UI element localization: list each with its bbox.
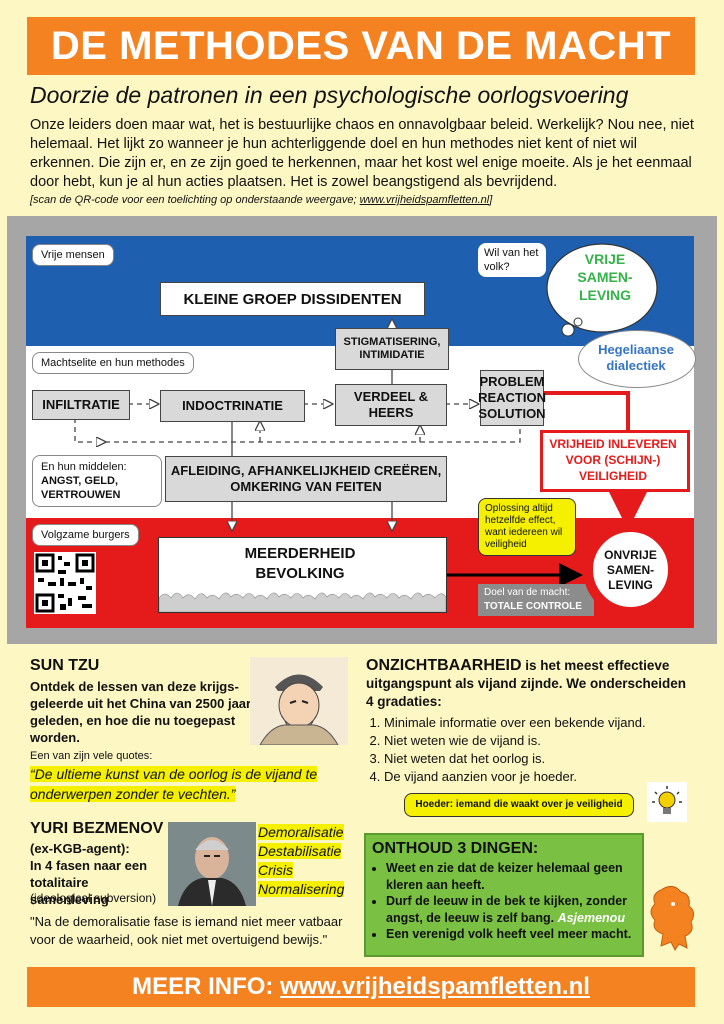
sun-tzu-title: SUN TZU: [30, 657, 100, 674]
goal-box: Doel van de macht: TOTALE CONTROLE: [478, 584, 594, 616]
means-title: En hun middelen:: [41, 461, 127, 473]
stage-label: Normalisering: [258, 881, 345, 897]
infiltration-box: INFILTRATIE: [32, 390, 130, 420]
remember-box: [364, 833, 644, 957]
intro-text: Onze leiders doen maar wat, het is bestu…: [30, 117, 694, 190]
invisibility-intro: is het meest effectieve uitgangspunt als…: [366, 658, 687, 709]
sun-tzu-portrait: [250, 657, 348, 745]
bezmenov-portrait: [168, 822, 256, 906]
hoeder-note: Hoeder: iemand die waakt over je veiligh…: [404, 793, 634, 817]
page-subtitle: Doorzie de patronen in een psychologisch…: [30, 82, 629, 108]
list-item: De vijand aanzien voor je hoeder.: [384, 768, 704, 786]
list-item: Weet en zie dat de keizer helemaal geen …: [386, 860, 656, 893]
hegel-label: Hegeliaanse dialectiek: [598, 342, 674, 373]
free-society-label: VRIJE SAMEN-LEVING: [577, 251, 633, 303]
dissidents-box: KLEINE GROEP DISSIDENTEN: [160, 282, 425, 316]
divide-box: VERDEEL & HEERS: [335, 384, 447, 426]
lion-icon: [650, 886, 695, 951]
signature: Asjemenou: [557, 910, 625, 925]
zone-elite-label: Machtselite en hun methodes: [32, 352, 194, 374]
qr-code[interactable]: [34, 552, 96, 614]
stage-label: Crisis: [258, 862, 293, 878]
question-bubble: Wil van het volk?: [478, 243, 546, 277]
bezmenov-stages: Demoralisatie Destabilisatie Crisis Norm…: [258, 823, 345, 899]
zone-free-label: Vrije mensen: [32, 244, 114, 266]
bezmenov-phases: In 4 fasen naar een totalitaire samenlev…: [30, 858, 148, 907]
footer-banner: MEER INFO: www.vrijheidspamfletten.nl: [27, 967, 695, 1007]
zone-obedient-label: Volgzame burgers: [32, 524, 139, 546]
crowd-icon: [159, 592, 446, 612]
sun-tzu-text: Ontdek de lessen van deze krijgs-geleerd…: [30, 679, 252, 745]
majority-box: [158, 537, 447, 613]
stage-label: Demoralisatie: [258, 824, 344, 840]
bezmenov-quote: "Na de demoralisatie fase is iemand niet…: [30, 914, 343, 947]
freedom-trade-label: VRIJHEID INLEVEREN VOOR (SCHIJN-) VEILIG…: [549, 437, 677, 483]
list-item: Niet weten dat het oorlog is.: [384, 750, 704, 768]
remember-title: ONTHOUD 3 DINGEN:: [372, 840, 539, 857]
sun-tzu-quote-text: “De ultieme kunst van de oorlog is de vi…: [30, 766, 318, 802]
list-item: Een verenigd volk heeft veel meer macht.: [386, 926, 656, 943]
distraction-box: AFLEIDING, AFHANKELIJKHEID CREËREN, OMKE…: [165, 456, 447, 502]
page-title: DE METHODES VAN DE MACHT: [27, 17, 695, 75]
stigma-box: STIGMATISERING, INTIMIDATIE: [335, 328, 449, 370]
means-list: ANGST, GELD, VERTROUWEN: [41, 475, 121, 501]
problem-box: PROBLEM REACTION SOLUTION: [478, 370, 546, 426]
bezmenov-sub: (ex-KGB-agent):: [30, 841, 130, 856]
goal-label: Doel van de macht:: [484, 587, 571, 598]
hegel-bubble: [578, 330, 696, 388]
qr-icon: [35, 553, 95, 613]
sun-tzu-quote-intro: Een van zijn vele quotes:: [30, 750, 153, 762]
goal-value: TOTALE CONTROLE: [484, 601, 582, 612]
footer-prefix: MEER INFO:: [132, 973, 281, 1000]
invisibility-title: ONZICHTBAARHEID is het meest effectieve …: [366, 657, 696, 711]
lightbulb-icon: [647, 782, 687, 822]
list-item: Minimale informatie over een bekende vij…: [384, 714, 704, 732]
source-prefix: [scan de QR-code voor een toelichting op…: [30, 194, 360, 206]
invisibility-keyword: ONZICHTBAARHEID: [366, 657, 522, 674]
cloud-icon: [546, 243, 658, 337]
bezmenov-note: (ideological subversion): [30, 891, 157, 905]
dashed-lines: [74, 404, 521, 442]
freedom-trade-box: [540, 430, 690, 492]
list-item: Niet weten wie de vijand is.: [384, 732, 704, 750]
solution-note: Oplossing altijd hetzelfde effect, want …: [478, 498, 576, 556]
unfree-circle: [583, 522, 678, 617]
source-note: [scan de QR-code voor een toelichting op…: [30, 194, 492, 206]
invisibility-list: Minimale informatie over een bekende vij…: [362, 714, 704, 786]
bezmenov-title: YURI BEZMENOV: [30, 820, 164, 837]
remember-item-text: Durf de leeuw in de bek te kijken, zonde…: [386, 894, 628, 925]
footer-link[interactable]: www.vrijheidspamfletten.nl: [280, 973, 590, 1000]
source-suffix: ]: [489, 194, 493, 206]
list-item: Durf de leeuw in de bek te kijken, zonde…: [386, 893, 656, 926]
majority-label: MEERDERHEID BEVOLKING: [244, 545, 356, 582]
stage-label: Destabilisatie: [258, 843, 342, 859]
means-box: En hun middelen: ANGST, GELD, VERTROUWEN: [32, 455, 162, 507]
unfree-label: ONVRIJE SAMEN-LEVING: [604, 548, 657, 592]
source-link[interactable]: www.vrijheidspamfletten.nl: [359, 194, 490, 206]
sun-tzu-quote: “De ultieme kunst van de oorlog is de vi…: [30, 764, 340, 804]
indoctrination-box: INDOCTRINATIE: [160, 390, 305, 422]
remember-list: Weet en zie dat de keizer helemaal geen …: [364, 860, 656, 943]
